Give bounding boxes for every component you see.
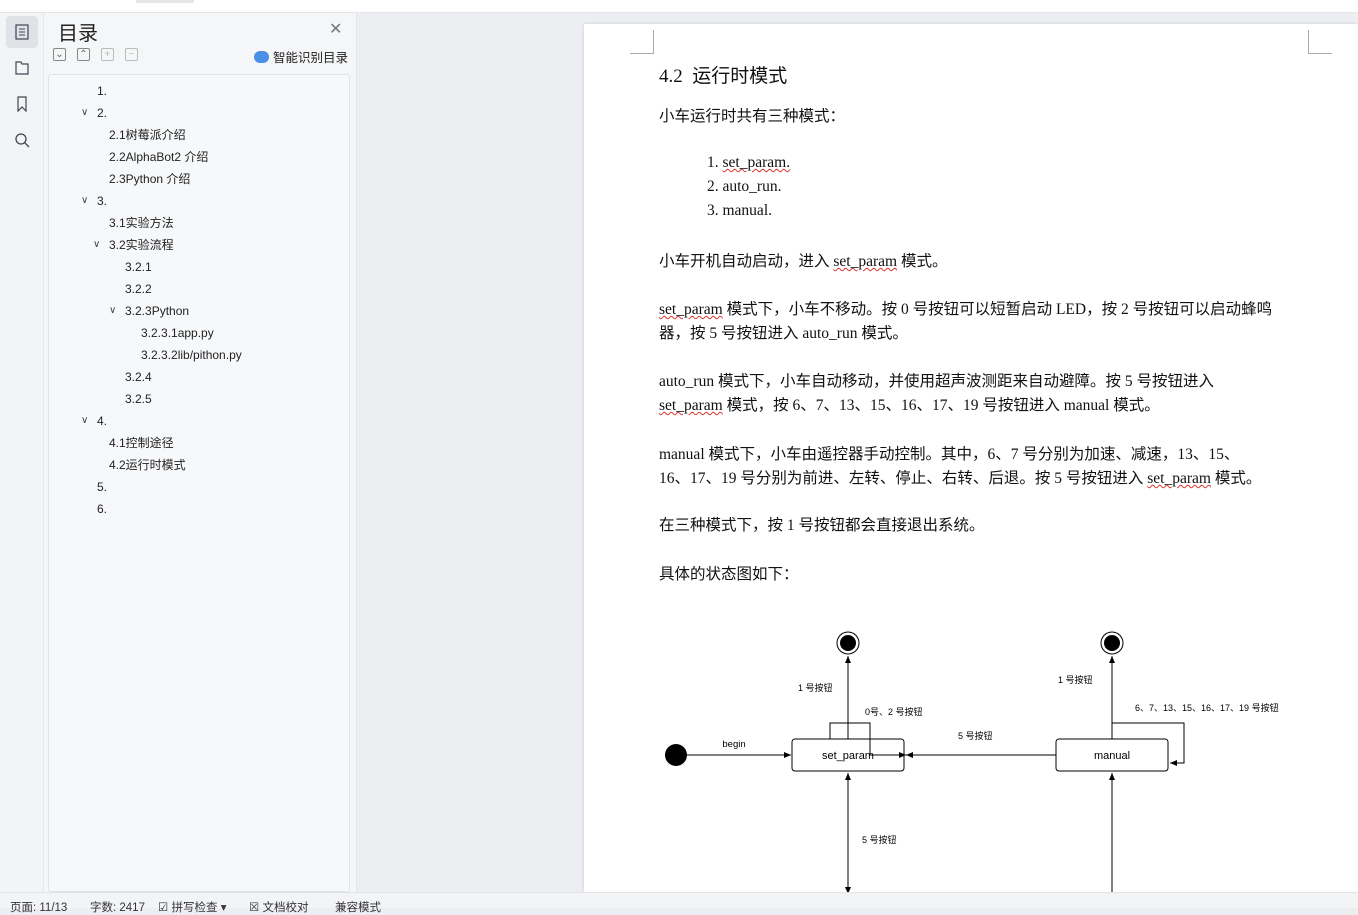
- transition-label: 0号、2 号按钮: [865, 706, 923, 717]
- toc-item-label: 3.2.1: [125, 260, 152, 274]
- toc-item[interactable]: ∨ 3.2实验流程: [93, 236, 174, 254]
- toc-item-label: 3.2实验流程: [109, 238, 174, 252]
- chevron-down-icon[interactable]: ∨: [81, 415, 89, 426]
- promote-button[interactable]: +: [101, 48, 114, 61]
- toc-item-label: 4.1控制途径: [109, 436, 174, 450]
- toc-item-label: 2.2AlphaBot2 介绍: [109, 150, 209, 164]
- toc-item[interactable]: 1.: [97, 82, 107, 100]
- toc-item[interactable]: 4.2运行时模式: [109, 456, 186, 474]
- transition-label: 1 号按钮: [798, 682, 833, 693]
- toc-item[interactable]: 3.1实验方法: [109, 214, 174, 232]
- navigation-icon[interactable]: [6, 52, 38, 84]
- panel-title: 目录: [58, 23, 98, 45]
- toc-item-label: 3.2.3.2lib/pithon.py: [141, 348, 242, 362]
- toc-item-label: 3.1实验方法: [109, 216, 174, 230]
- collapse-all-button[interactable]: ⌃: [77, 48, 90, 61]
- toc-item[interactable]: 3.2.5: [125, 390, 152, 408]
- toc-item[interactable]: ∨ 2.: [81, 104, 108, 122]
- toc-item-label: 5.: [97, 480, 108, 494]
- toc-item[interactable]: 2.2AlphaBot2 介绍: [109, 148, 208, 166]
- toc-item[interactable]: 6.: [97, 500, 107, 518]
- toc-item[interactable]: 3.2.1: [125, 258, 152, 276]
- toc-item-label: 4.2运行时模式: [109, 458, 186, 472]
- begin-label: begin: [722, 739, 745, 750]
- toc-item[interactable]: 2.3Python 介绍: [109, 170, 190, 188]
- demote-button[interactable]: −: [125, 48, 138, 61]
- top-toolbar: [0, 0, 1358, 13]
- list-item: 1. set_param.: [707, 154, 791, 171]
- toc-item-label: 3.2.3Python: [125, 304, 190, 318]
- paragraph: 小车运行时共有三种模式：: [659, 108, 846, 125]
- margin-mark: [1308, 30, 1332, 54]
- compat-mode: 兼容模式: [335, 902, 381, 914]
- paragraph: 器，按 5 号按钮进入 auto_run 模式。: [659, 325, 908, 342]
- smart-toc-button[interactable]: 智能识别目录: [254, 47, 348, 66]
- transition-label: 5 号按钮: [958, 730, 993, 741]
- document-page: 4.2 运行时模式 小车运行时共有三种模式： 1. set_param. 2. …: [584, 24, 1358, 900]
- paragraph: set_param 模式，按 6、7、13、15、16、17、19 号按钮进入 …: [659, 397, 1160, 414]
- paragraph: 具体的状态图如下：: [659, 566, 799, 583]
- chevron-down-icon[interactable]: ∨: [93, 239, 101, 250]
- toc-item-label: 2.: [97, 106, 108, 120]
- state-diagram: begin set_param 1 号按钮 0号、2 号按钮 manual 5 …: [665, 631, 1279, 900]
- transition-label: 6、7、13、15、16、17、19 号按钮: [1135, 702, 1279, 713]
- section-heading: 4.2 运行时模式: [659, 66, 788, 87]
- toc-item-label: 3.: [97, 194, 108, 208]
- toc-item-label: 3.2.3.1app.py: [141, 326, 214, 340]
- chevron-down-icon[interactable]: ∨: [81, 195, 89, 206]
- toc-item[interactable]: 4.1控制途径: [109, 434, 174, 452]
- toc-item[interactable]: 3.2.3.2lib/pithon.py: [141, 346, 242, 364]
- paragraph: manual 模式下，小车由遥控器手动控制。其中，6、7 号分别为加速、减速，1…: [659, 446, 1240, 463]
- toc-item-label: 2.1树莓派介绍: [109, 128, 186, 142]
- document-tab[interactable]: [136, 0, 194, 3]
- toc-item[interactable]: 2.1树莓派介绍: [109, 126, 186, 144]
- word-count[interactable]: 字数: 2417: [90, 902, 145, 914]
- toc-item-label: 4.: [97, 414, 108, 428]
- toc-panel: 目录 ✕ ⌄ ⌃ + − 智能识别目录 1. ∨ 2.2.1树莓派介绍 2.2Alph…: [44, 13, 357, 892]
- toc-item[interactable]: 3.2.3.1app.py: [141, 324, 214, 342]
- paragraph: set_param 模式下，小车不移动。按 0 号按钮可以短暂启动 LED，按 …: [659, 301, 1273, 318]
- toc-item[interactable]: ∨ 3.: [81, 192, 108, 210]
- toc-item-label: 6.: [97, 502, 108, 516]
- toc-item-label: 1.: [97, 84, 108, 98]
- toc-icon[interactable]: [6, 16, 38, 48]
- status-bar: 页面: 11/13 字数: 2417 ☑ 拼写检查 ▾ ☒ 文档校对 兼容模式: [0, 892, 1358, 914]
- toc-item-label: 3.2.4: [125, 370, 152, 384]
- toc-item-label: 2.3Python 介绍: [109, 172, 191, 186]
- toc-item-label: 3.2.5: [125, 392, 152, 406]
- toc-item[interactable]: ∨ 3.2.3Python: [109, 302, 190, 320]
- bookmark-icon[interactable]: [6, 88, 38, 120]
- margin-mark: [630, 30, 654, 54]
- spell-check-button[interactable]: ☑ 拼写检查 ▾: [158, 902, 227, 914]
- sidebar-rail: [0, 13, 44, 892]
- proofread-button[interactable]: ☒ 文档校对: [249, 902, 309, 914]
- expand-all-button[interactable]: ⌄: [53, 48, 66, 61]
- toc-item[interactable]: 3.2.4: [125, 368, 152, 386]
- state-label: manual: [1094, 750, 1130, 762]
- transition-label: 1 号按钮: [1058, 674, 1093, 685]
- list-item: 2. auto_run.: [707, 178, 782, 195]
- toc-item[interactable]: 3.2.2: [125, 280, 152, 298]
- close-icon[interactable]: ✕: [329, 21, 343, 38]
- page-count[interactable]: 页面: 11/13: [10, 902, 68, 914]
- search-icon[interactable]: [6, 124, 38, 156]
- chevron-down-icon[interactable]: ∨: [109, 305, 117, 316]
- toc-tree: 1. ∨ 2.2.1树莓派介绍 2.2AlphaBot2 介绍 2.3Python 介绍…: [48, 74, 350, 892]
- smart-toc-label: 智能识别目录: [273, 51, 349, 65]
- paragraph: 16、17、19 号分别为前进、左转、停止、右转、后退。按 5 号按钮进入 se…: [659, 470, 1262, 487]
- paragraph: auto_run 模式下，小车自动移动，并使用超声波测距来自动避障。按 5 号按…: [659, 373, 1214, 390]
- toc-item-label: 3.2.2: [125, 282, 152, 296]
- chevron-down-icon[interactable]: ∨: [81, 107, 89, 118]
- paragraph: 在三种模式下，按 1 号按钮都会直接退出系统。: [659, 517, 985, 534]
- ai-icon: [254, 50, 269, 63]
- toc-item[interactable]: 5.: [97, 478, 107, 496]
- state-label: set_param: [822, 750, 874, 762]
- start-node: [665, 744, 687, 766]
- paragraph: 小车开机自动启动，进入 set_param 模式。: [659, 253, 948, 270]
- transition-label: 5 号按钮: [862, 834, 897, 845]
- toc-item[interactable]: ∨ 4.: [81, 412, 108, 430]
- canvas-background: [357, 13, 584, 892]
- list-item: 3. manual.: [707, 202, 772, 219]
